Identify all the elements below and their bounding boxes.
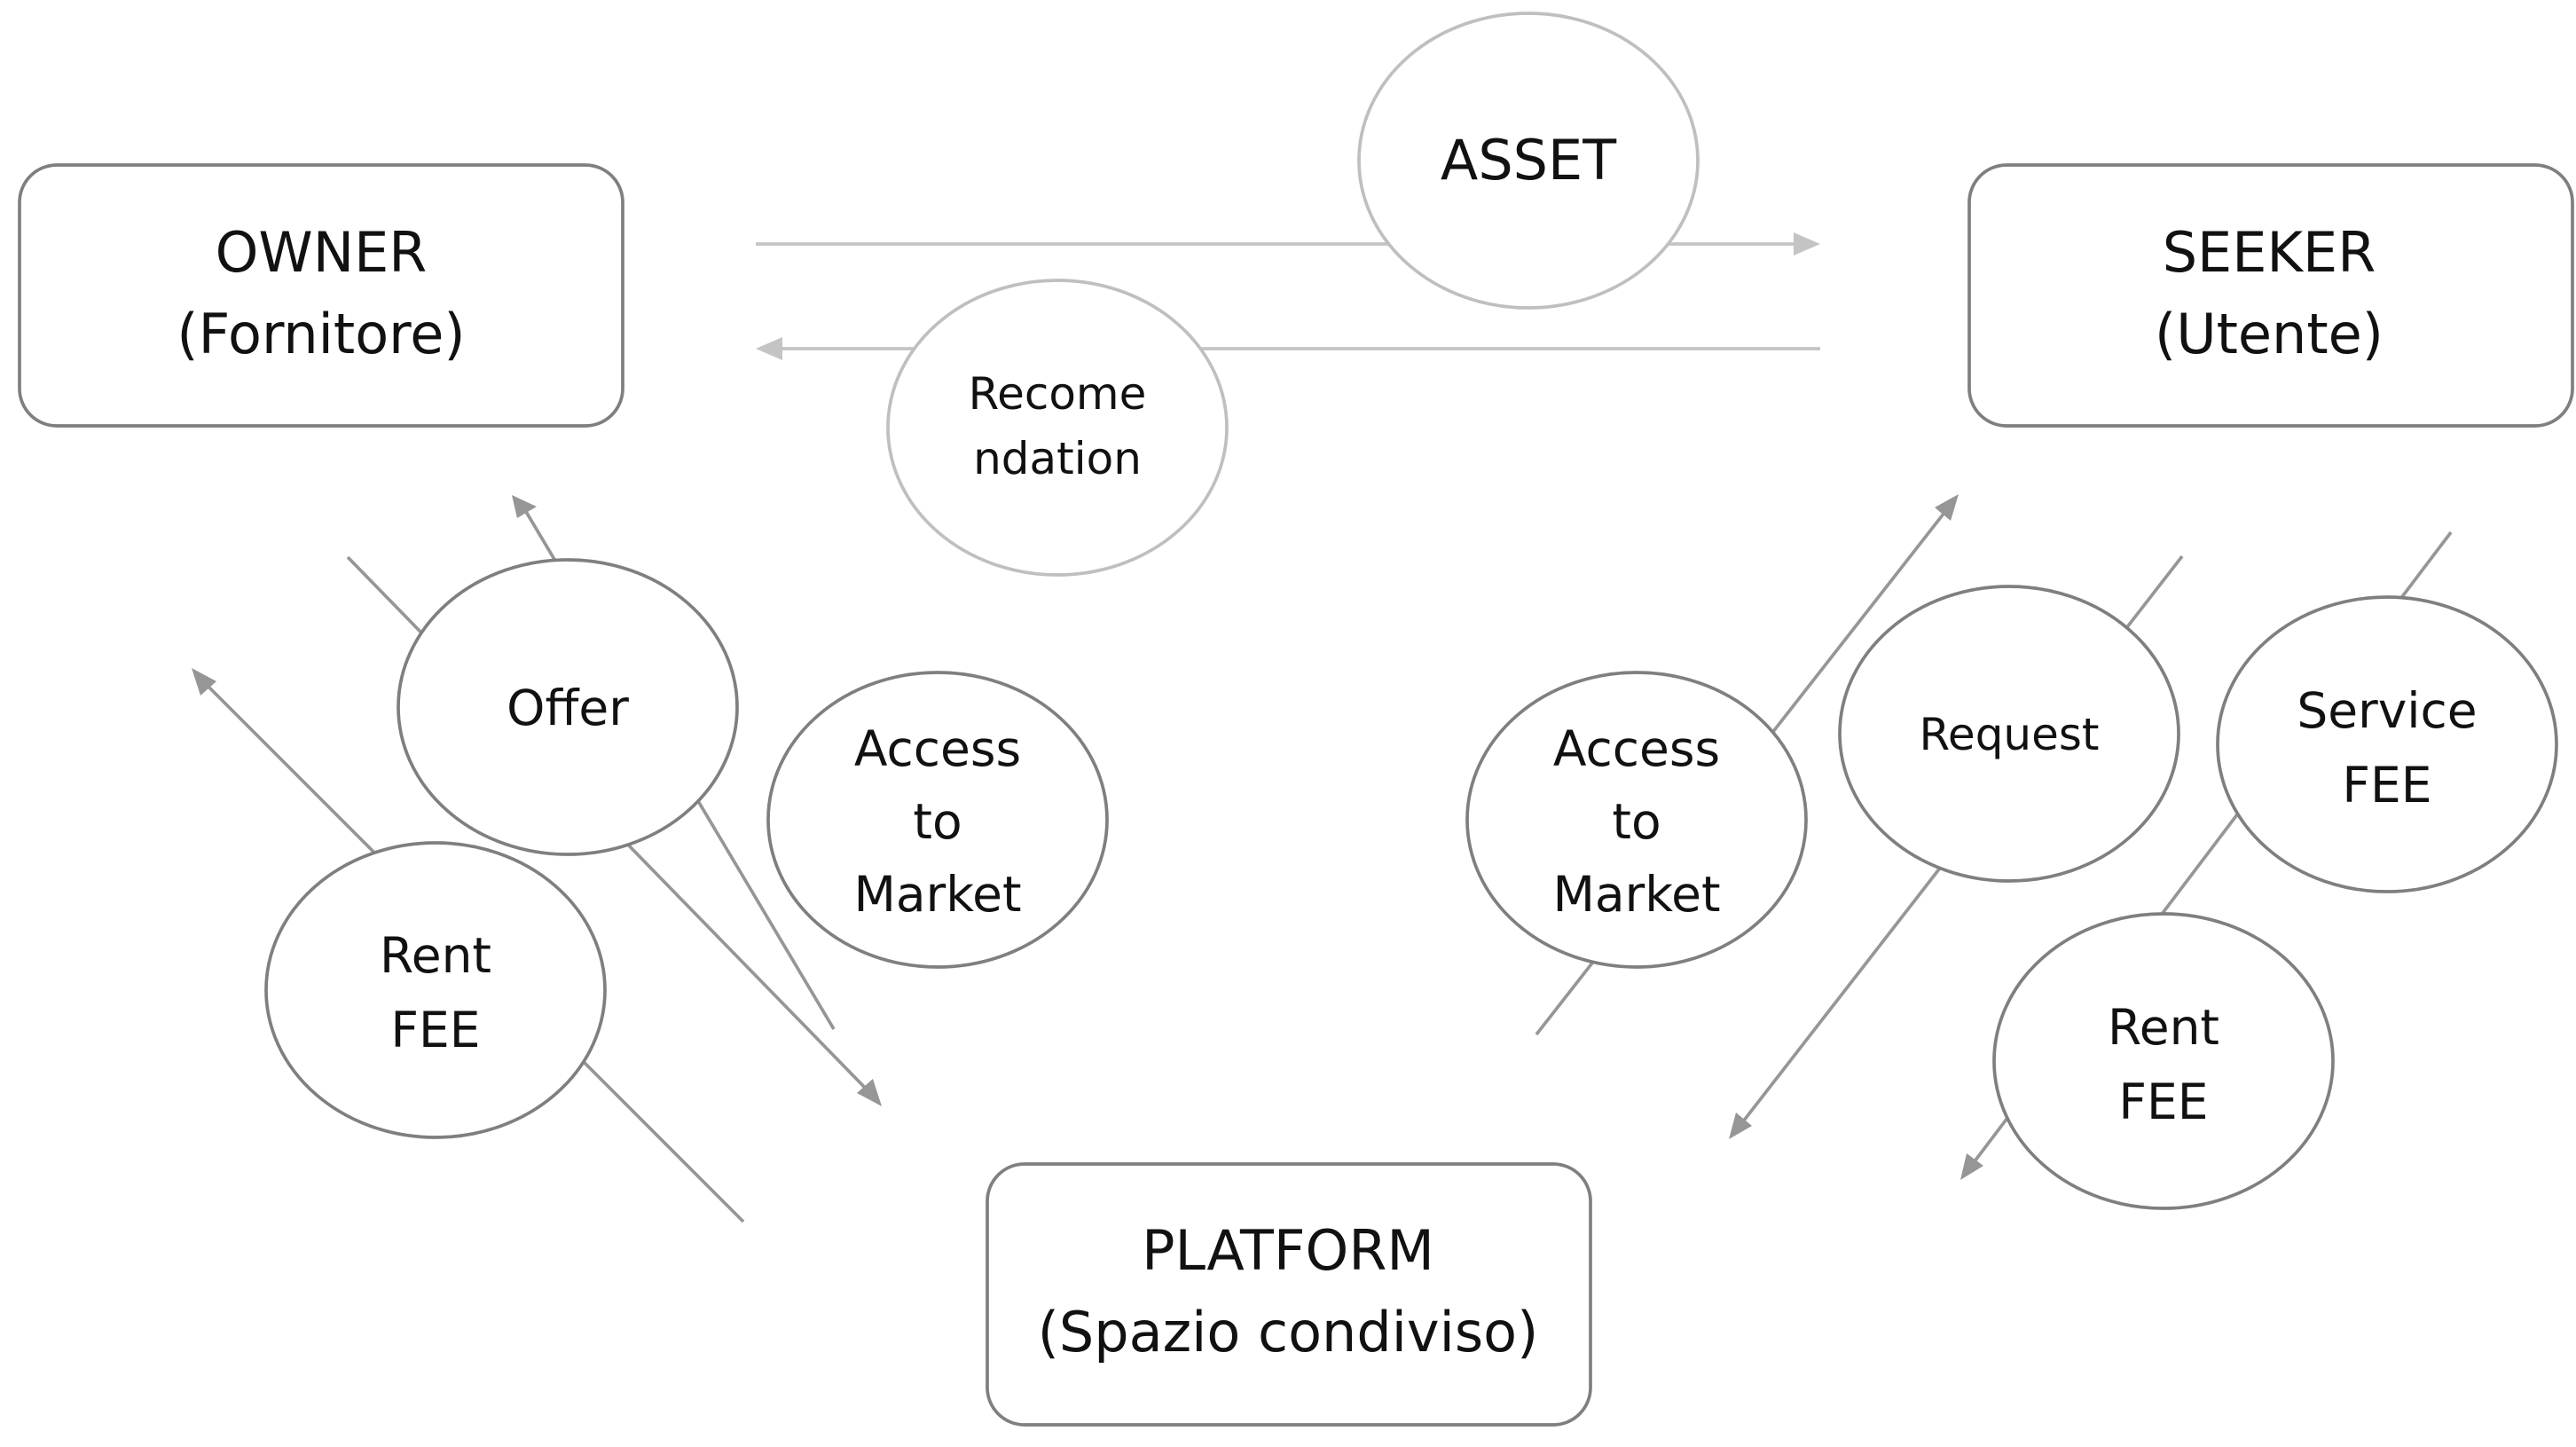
platform-title: PLATFORM <box>1142 1218 1434 1283</box>
owner-access-ellipse <box>766 671 1109 969</box>
seeker-service-fee-bubble: Service FEE <box>2216 595 2558 893</box>
owner-rent-fee-arrowhead <box>192 668 216 696</box>
owner-subtitle: (Fornitore) <box>177 302 465 366</box>
seeker-subtitle: (Utente) <box>2155 302 2384 366</box>
asset-label: ASSET <box>1441 128 1617 193</box>
seeker-request-ellipse <box>1838 585 2180 883</box>
owner-access-label-line3: Market <box>853 866 1021 923</box>
recommendation-arrowhead <box>756 337 782 360</box>
owner-access-label-line1: Access <box>854 720 1021 777</box>
owner-rent-fee-label-line1: Rent <box>380 927 491 984</box>
owner-rent-fee-label-line2: FEE <box>390 1002 480 1058</box>
owner-offer-label: Offer <box>507 680 629 736</box>
asset-bubble: ASSET <box>1357 12 1700 310</box>
seeker-rent-fee-ellipse <box>1992 912 2335 1210</box>
seeker-service-fee-label-line1: Service <box>2297 682 2477 739</box>
owner-rent-fee-ellipse <box>264 841 607 1139</box>
seeker-box <box>1967 163 2574 428</box>
seeker-access-bubble: Access to Market <box>1465 671 1808 969</box>
seeker-node: SEEKER (Utente) <box>1967 163 2574 428</box>
seeker-access-ellipse <box>1465 671 1808 969</box>
owner-access-label-line2: to <box>913 793 962 850</box>
asset-arrowhead <box>1794 232 1820 256</box>
platform-box <box>986 1162 1592 1427</box>
recommendation-label-line1: Recome <box>969 368 1147 420</box>
owner-box <box>18 163 624 428</box>
seeker-rent-fee-label-line2: FEE <box>2118 1073 2208 1130</box>
owner-rent-fee-bubble: Rent FEE <box>264 841 607 1139</box>
seeker-access-arrowhead <box>1935 494 1959 521</box>
platform-subtitle: (Spazio condiviso) <box>1038 1300 1539 1364</box>
owner-node: OWNER (Fornitore) <box>18 163 624 428</box>
owner-offer-ellipse <box>397 558 739 856</box>
seeker-request-label: Request <box>1919 709 2099 760</box>
recommendation-label-line2: ndation <box>973 433 1142 484</box>
seeker-access-label-line1: Access <box>1553 720 1720 777</box>
owner-title: OWNER <box>216 220 428 285</box>
seeker-rent-fee-label-line1: Rent <box>2108 999 2219 1056</box>
seeker-access-label-line3: Market <box>1552 866 1720 923</box>
request-arrowhead <box>1729 1113 1752 1139</box>
asset-ellipse <box>1357 12 1700 310</box>
seeker-fee-arrowhead <box>1960 1153 1983 1180</box>
recommendation-ellipse <box>886 279 1229 577</box>
seeker-access-label-line2: to <box>1612 793 1661 850</box>
seeker-request-bubble: Request <box>1838 585 2180 883</box>
recommendation-bubble: Recome ndation <box>886 279 1229 577</box>
seeker-title: SEEKER <box>2163 220 2376 285</box>
owner-access-bubble: Access to Market <box>766 671 1109 969</box>
offer-arrowhead <box>512 495 537 518</box>
owner-offer-bubble: Offer <box>397 558 739 856</box>
platform-node: PLATFORM (Spazio condiviso) <box>986 1162 1592 1427</box>
seeker-service-fee-ellipse <box>2216 595 2558 893</box>
seeker-service-fee-label-line2: FEE <box>2342 757 2431 814</box>
owner-access-arrowhead <box>857 1079 882 1106</box>
seeker-rent-fee-bubble: Rent FEE <box>1992 912 2335 1210</box>
